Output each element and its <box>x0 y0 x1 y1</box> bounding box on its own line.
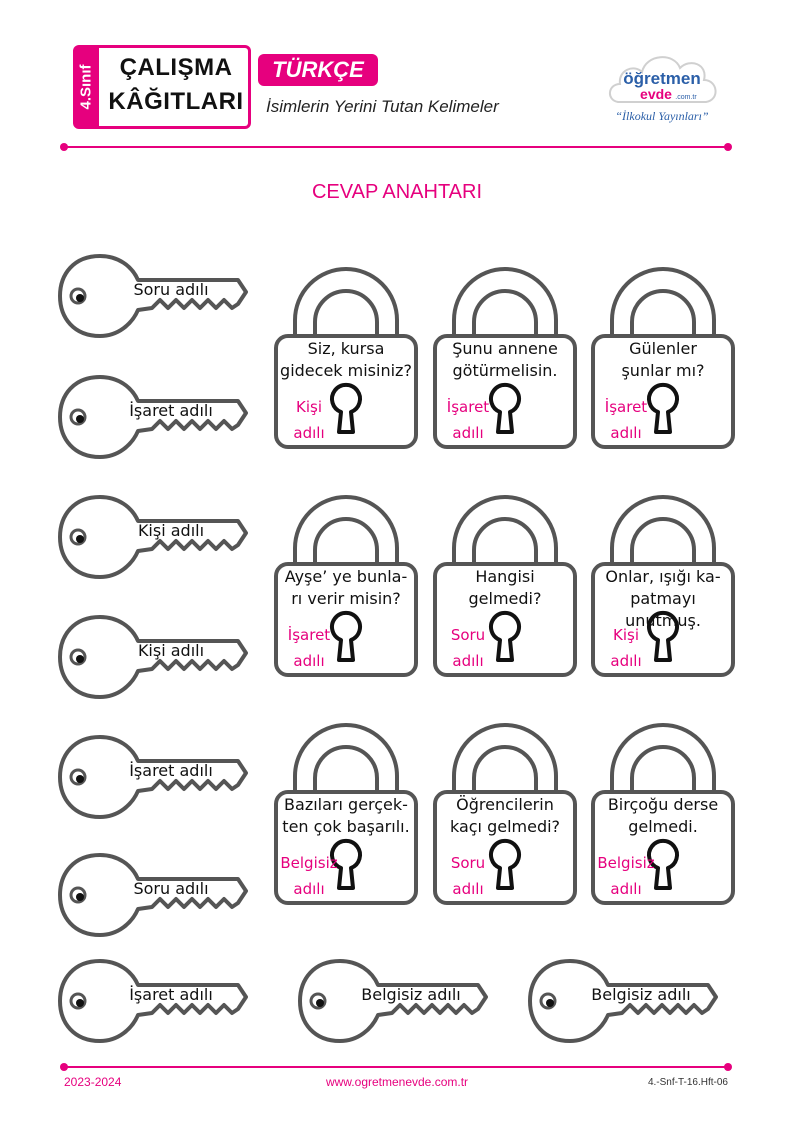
key: İşaret adılı <box>56 733 252 821</box>
lock-answer: Soru adılı <box>450 626 486 670</box>
logo-brand: öğretmen <box>623 69 700 88</box>
topic-title: İsimlerin Yerini Tutan Kelimeler <box>266 97 499 116</box>
logo-brand-2: evde <box>640 86 672 102</box>
logo-domain: .com.tr <box>675 94 697 101</box>
lock-answer: Belgisiz adılı <box>280 854 338 898</box>
padlock: Gülenler şunlar mı? İşaret adılı <box>590 256 736 450</box>
padlock: Öğrencilerin kaçı gelmedi? Soru adılı <box>432 712 578 906</box>
lock-question: Ayşe’ ye bunla- rı verir misin? <box>284 567 408 608</box>
subject-badge: TÜRKÇE <box>258 54 378 86</box>
key-label: İşaret adılı <box>129 401 213 420</box>
key: Belgisiz adılı <box>526 957 722 1045</box>
key-label: Soru adılı <box>133 280 209 299</box>
lock-question: Öğrencilerin kaçı gelmedi? <box>449 795 561 836</box>
key-label: Belgisiz adılı <box>361 985 461 1004</box>
lock-question: Birçoğu derse gelmedi. <box>607 795 719 836</box>
header-divider <box>60 143 732 151</box>
key: İşaret adılı <box>56 957 252 1045</box>
logo-tagline: “İlkokul Yayınları” <box>615 109 709 123</box>
lock-answer: Soru adılı <box>450 854 486 898</box>
title-line-1: ÇALIŞMA <box>119 54 233 81</box>
footer-divider <box>60 1063 732 1071</box>
lock-answer: İşaret adılı <box>604 398 648 442</box>
padlock: Bazıları gerçek- ten çok başarılı. Belgi… <box>273 712 419 906</box>
lock-answer: Belgisiz adılı <box>597 854 655 898</box>
key-label: Kişi adılı <box>137 521 205 540</box>
footer-year: 2023-2024 <box>64 1075 122 1089</box>
key-label: İşaret adılı <box>129 985 213 1004</box>
lock-answer: Kişi adılı <box>293 398 325 442</box>
key: İşaret adılı <box>56 373 252 461</box>
key: Belgisiz adılı <box>296 957 492 1045</box>
key-label: Kişi adılı <box>137 641 205 660</box>
key-label: Soru adılı <box>133 879 209 898</box>
padlock: Onlar, ışığı ka- patmayı unutmuş. Kişi a… <box>590 484 736 678</box>
key-label: İşaret adılı <box>129 761 213 780</box>
key: Soru adılı <box>56 252 252 340</box>
lock-question: Hangisi gelmedi? <box>468 567 542 608</box>
footer-website[interactable]: www.ogretmenevde.com.tr <box>325 1075 469 1089</box>
padlock: Hangisi gelmedi? Soru adılı <box>432 484 578 678</box>
lock-question: Bazıları gerçek- ten çok başarılı. <box>282 795 410 836</box>
lock-question: Siz, kursa gidecek misiniz? <box>280 339 412 380</box>
title-line-2: KÂĞITLARI <box>108 88 244 115</box>
lock-answer: İşaret adılı <box>446 398 490 442</box>
padlock: Birçoğu derse gelmedi. Belgisiz adılı <box>590 712 736 906</box>
lock-question: Gülenler şunlar mı? <box>621 339 705 380</box>
padlock: Siz, kursa gidecek misiniz? Kişi adılı <box>273 256 419 450</box>
padlock: Ayşe’ ye bunla- rı verir misin? İşaret a… <box>273 484 419 678</box>
key: Soru adılı <box>56 851 252 939</box>
publisher-logo: öğretmen evde .com.tr “İlkokul Yayınları… <box>604 44 722 130</box>
footer-code: 4.-Snf-T-16.Hft-06 <box>647 1077 728 1088</box>
key: Kişi adılı <box>56 613 252 701</box>
key: Kişi adılı <box>56 493 252 581</box>
lock-question: Şunu annene götürmelisin. <box>452 339 558 380</box>
lock-answer: İşaret adılı <box>287 626 331 670</box>
title-box <box>99 45 251 129</box>
key-label: Belgisiz adılı <box>591 985 691 1004</box>
grade-badge: 4.Sınıf <box>73 45 99 129</box>
lock-answer: Kişi adılı <box>610 626 642 670</box>
lock-question: Onlar, ışığı ka- patmayı unutmuş. <box>605 567 721 630</box>
padlock: Şunu annene götürmelisin. İşaret adılı <box>432 256 578 450</box>
page-title: CEVAP ANAHTARI <box>311 181 483 203</box>
grade-label: 4.Sınıf <box>77 64 95 110</box>
